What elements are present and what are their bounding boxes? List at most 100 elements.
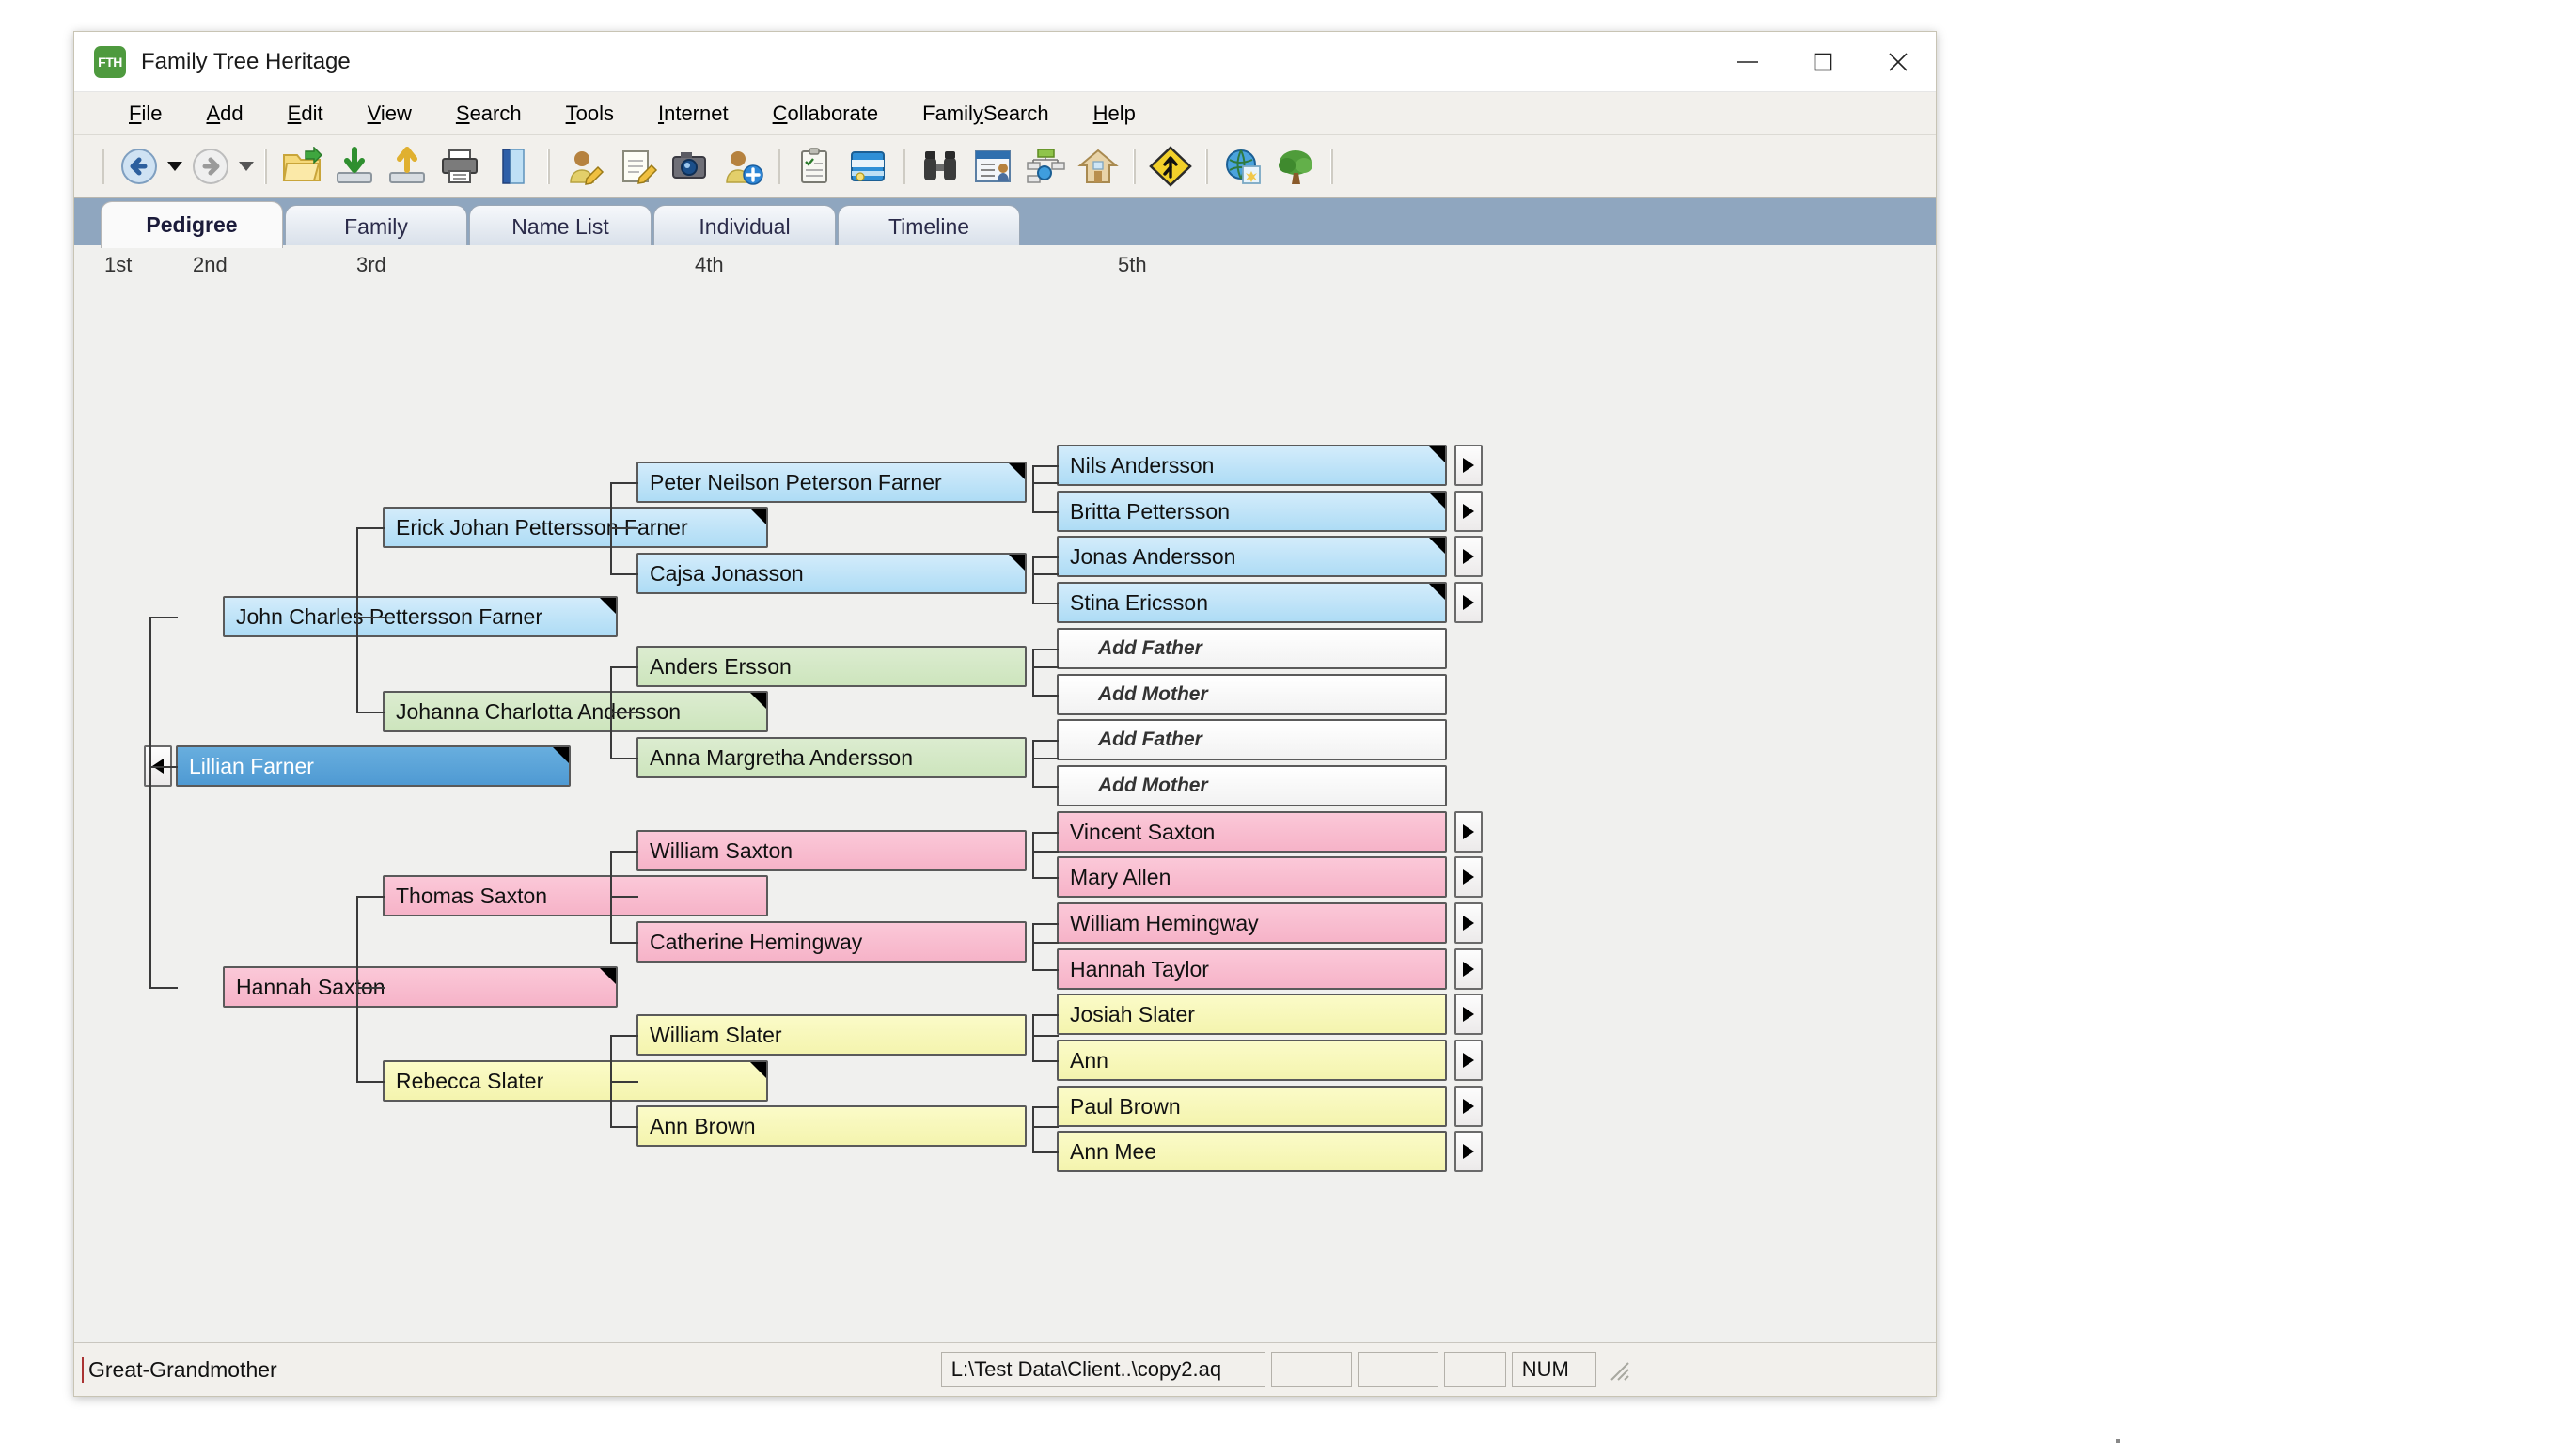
tab-timeline[interactable]: Timeline [838, 205, 1020, 248]
tab-pedigree[interactable]: Pedigree [101, 201, 283, 248]
menu-internet[interactable]: Internet [657, 101, 729, 125]
person-node[interactable]: Cajsa Jonasson [636, 553, 1027, 594]
person-node[interactable]: Hannah Saxton [223, 966, 618, 1008]
globe-page-icon[interactable] [1220, 144, 1265, 189]
person-node[interactable]: Catherine Hemingway [636, 921, 1027, 963]
menu-collaborate[interactable]: Collaborate [772, 101, 879, 125]
open-folder-icon[interactable] [279, 144, 324, 189]
person-add-icon[interactable] [720, 144, 765, 189]
person-name: Josiah Slater [1070, 1001, 1195, 1026]
person-node[interactable]: Mary Allen [1057, 856, 1447, 898]
person-node[interactable]: Thomas Saxton [383, 875, 768, 916]
person-node[interactable]: Britta Pettersson [1057, 491, 1447, 532]
calendar-icon[interactable] [845, 144, 890, 189]
add-parent-box[interactable]: Add Father [1057, 628, 1447, 669]
expand-ancestors-button[interactable] [1454, 491, 1483, 532]
expand-ancestors-button[interactable] [1454, 994, 1483, 1035]
toolbar-separator [547, 149, 550, 184]
tree-chart-search-icon[interactable] [1023, 144, 1068, 189]
person-node[interactable]: Ann Mee [1057, 1131, 1447, 1172]
expand-ancestors-button[interactable] [1454, 856, 1483, 898]
expand-ancestors-button[interactable] [1454, 948, 1483, 990]
tab-name-list[interactable]: Name List [469, 205, 652, 248]
home-icon[interactable] [1076, 144, 1121, 189]
title-bar: FTH Family Tree Heritage [74, 32, 1936, 92]
person-edit-icon[interactable] [562, 144, 607, 189]
chevron-down-icon[interactable] [165, 144, 184, 189]
minimize-icon[interactable] [1710, 32, 1785, 91]
person-node[interactable]: Jonas Andersson [1057, 536, 1447, 577]
import-disk-icon[interactable] [332, 144, 377, 189]
resize-grip[interactable] [1606, 1357, 1630, 1382]
connector-line [610, 1035, 638, 1037]
close-icon[interactable] [1861, 32, 1936, 91]
add-parent-box[interactable]: Add Mother [1057, 674, 1447, 715]
connector-line [610, 851, 638, 853]
menu-tools[interactable]: Tools [565, 101, 614, 125]
menu-familysearch[interactable]: FamilySearch [922, 101, 1049, 125]
tab-individual[interactable]: Individual [653, 205, 836, 248]
notepad-pencil-icon[interactable] [615, 144, 660, 189]
person-node[interactable]: Josiah Slater [1057, 994, 1447, 1035]
forward-arrow-icon[interactable] [188, 144, 233, 189]
menu-search[interactable]: Search [455, 101, 522, 125]
person-node[interactable]: William Saxton [636, 830, 1027, 871]
person-node[interactable]: Ann [1057, 1040, 1447, 1081]
export-disk-icon[interactable] [385, 144, 430, 189]
person-node[interactable]: Rebecca Slater [383, 1060, 768, 1102]
clipboard-icon[interactable] [793, 144, 838, 189]
camera-icon[interactable] [668, 144, 713, 189]
connector-line [1032, 942, 1059, 944]
person-node[interactable]: Paul Brown [1057, 1086, 1447, 1127]
person-list-icon[interactable] [970, 144, 1015, 189]
tab-family[interactable]: Family [285, 205, 467, 248]
person-node[interactable]: John Charles Pettersson Farner [223, 596, 618, 637]
menu-file[interactable]: File [129, 101, 163, 125]
menu-edit[interactable]: Edit [287, 101, 323, 125]
merge-sign-icon[interactable] [1148, 144, 1193, 189]
expand-ancestors-button[interactable] [1454, 1131, 1483, 1172]
person-node[interactable]: Hannah Taylor [1057, 948, 1447, 990]
person-node[interactable]: William Hemingway [1057, 902, 1447, 944]
chevron-down-icon[interactable] [237, 144, 256, 189]
expand-ancestors-button[interactable] [1454, 445, 1483, 486]
printer-icon[interactable] [437, 144, 482, 189]
person-node[interactable]: Anders Ersson [636, 646, 1027, 687]
person-name: Ann Mee [1070, 1138, 1157, 1164]
menu-help[interactable]: Help [1092, 101, 1136, 125]
expand-ancestors-button[interactable] [1454, 902, 1483, 944]
expand-ancestors-button[interactable] [1454, 536, 1483, 577]
person-name: Catherine Hemingway [650, 929, 863, 954]
binoculars-icon[interactable] [918, 144, 963, 189]
person-node[interactable]: Stina Ericsson [1057, 582, 1447, 623]
person-node[interactable]: Anna Margretha Andersson [636, 737, 1027, 778]
expand-ancestors-button[interactable] [1454, 811, 1483, 853]
person-node[interactable]: Nils Andersson [1057, 445, 1447, 486]
connector-line [1032, 649, 1059, 650]
person-node[interactable]: Lillian Farner [176, 745, 571, 787]
person-name: William Saxton [650, 838, 793, 863]
connector-line [356, 712, 385, 713]
menu-view[interactable]: View [367, 101, 412, 125]
maximize-icon[interactable] [1785, 32, 1861, 91]
status-cell-3 [1357, 1352, 1438, 1387]
triangle-right-icon [1463, 1144, 1474, 1159]
expand-ancestors-button[interactable] [1454, 1040, 1483, 1081]
person-node[interactable]: Peter Neilson Peterson Farner [636, 462, 1027, 503]
connector-line [1032, 1106, 1034, 1153]
connector-line [1032, 511, 1059, 513]
person-node[interactable]: William Slater [636, 1014, 1027, 1056]
person-node[interactable]: Erick Johan Pettersson Farner [383, 507, 768, 548]
add-parent-box[interactable]: Add Father [1057, 719, 1447, 760]
person-node[interactable]: Johanna Charlotta Andersson [383, 691, 768, 732]
menu-add[interactable]: Add [206, 101, 244, 125]
person-node[interactable]: Vincent Saxton [1057, 811, 1447, 853]
add-parent-box[interactable]: Add Mother [1057, 765, 1447, 806]
back-arrow-icon[interactable] [117, 144, 162, 189]
green-tree-icon[interactable] [1273, 144, 1318, 189]
book-icon[interactable] [490, 144, 535, 189]
expand-ancestors-button[interactable] [1454, 1086, 1483, 1127]
expand-ancestors-button[interactable] [1454, 582, 1483, 623]
person-node[interactable]: Ann Brown [636, 1105, 1027, 1147]
